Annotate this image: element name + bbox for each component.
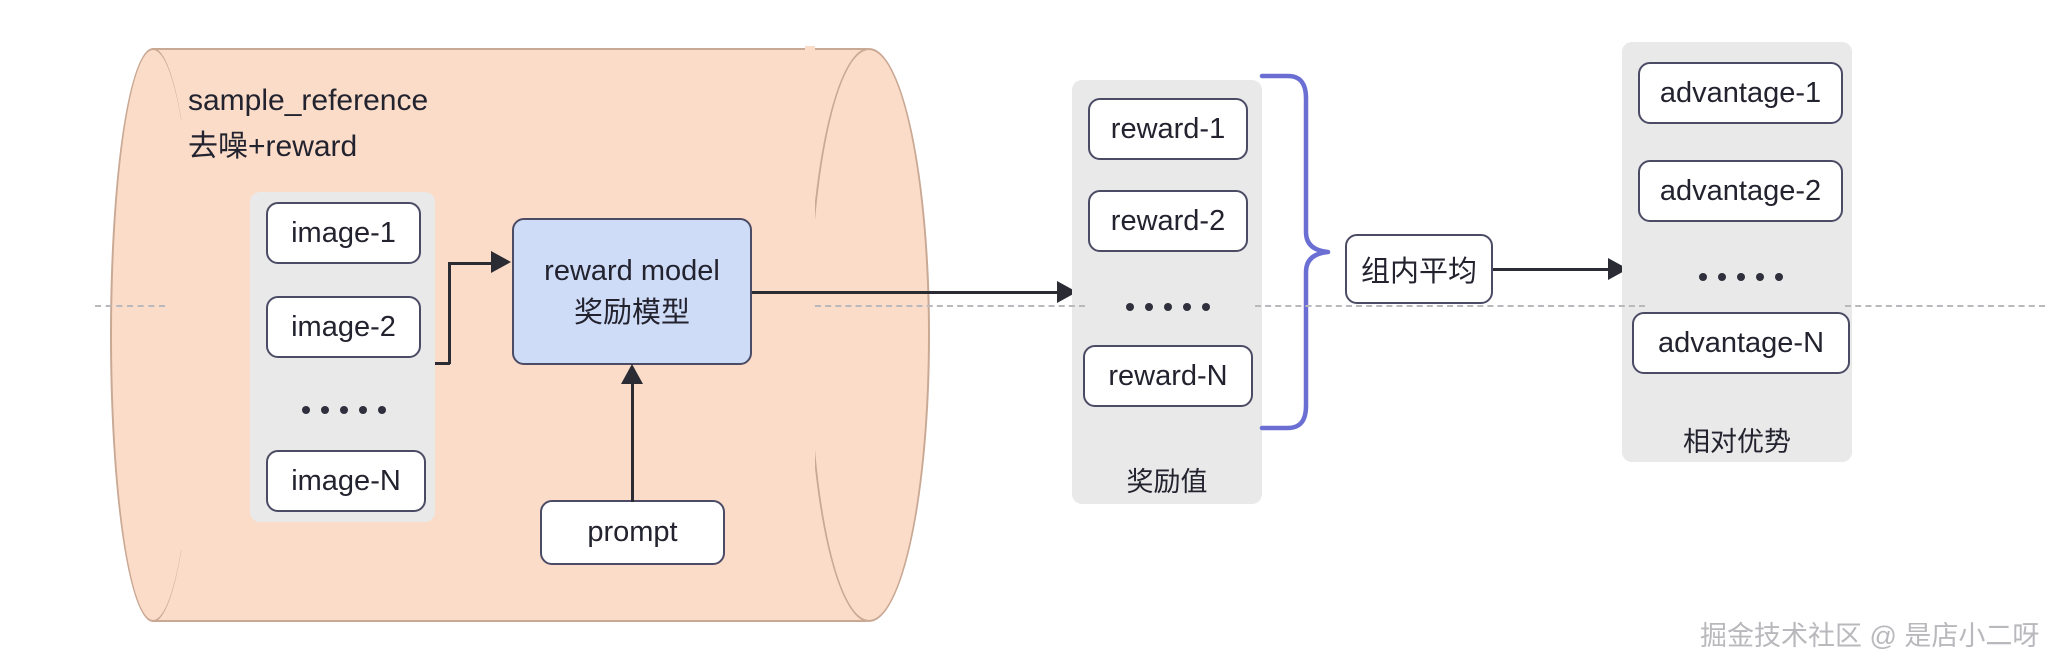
prompt-label: prompt bbox=[587, 516, 678, 548]
sample-reference-cylinder-right-cap bbox=[808, 48, 930, 622]
prompt-box[interactable]: prompt bbox=[540, 500, 725, 565]
image-2-box[interactable]: image-2 bbox=[266, 296, 421, 358]
group-average-box[interactable]: 组内平均 bbox=[1345, 234, 1493, 304]
advantage-group-caption: 相对优势 bbox=[1683, 427, 1791, 457]
reward-group-caption: 奖励值 bbox=[1126, 467, 1208, 497]
advantage-1-label: advantage-1 bbox=[1659, 76, 1822, 109]
reward-model-to-rewards-line bbox=[752, 291, 1062, 294]
reward-model-label-en: reward model bbox=[544, 254, 720, 287]
image-n-box[interactable]: image-N bbox=[266, 450, 426, 512]
reward-1-box[interactable]: reward-1 bbox=[1088, 98, 1248, 160]
watermark-text: 掘金技术社区 @ 是店小二呀 bbox=[1700, 621, 2040, 651]
image-2-label: image-2 bbox=[291, 310, 396, 343]
image-to-reward-segment-3 bbox=[448, 262, 493, 265]
cylinder-seam-mask bbox=[805, 46, 815, 620]
reward-n-label: reward-N bbox=[1108, 359, 1228, 392]
sample-reference-title-line2: 去噪+reward bbox=[188, 130, 358, 163]
advantage-n-box[interactable]: advantage-N bbox=[1632, 312, 1850, 374]
image-group-ellipsis bbox=[266, 400, 421, 420]
image-to-reward-arrowhead bbox=[491, 251, 511, 273]
sample-reference-title: sample_reference 去噪+reward bbox=[188, 78, 708, 170]
average-to-advantage-line bbox=[1493, 268, 1613, 271]
advantage-1-box[interactable]: advantage-1 bbox=[1638, 62, 1843, 124]
midline-dash-mid-right bbox=[1255, 305, 1645, 307]
advantage-n-label: advantage-N bbox=[1657, 326, 1825, 359]
image-n-label: image-N bbox=[291, 464, 401, 497]
midline-dash-mid-left bbox=[815, 305, 1085, 307]
midline-dash-left bbox=[95, 305, 165, 307]
group-brace-icon bbox=[1259, 73, 1331, 431]
advantage-2-label: advantage-2 bbox=[1659, 174, 1822, 207]
advantage-group-ellipsis bbox=[1638, 267, 1843, 287]
image-to-reward-segment-1 bbox=[435, 362, 450, 365]
reward-2-label: reward-2 bbox=[1110, 204, 1226, 237]
reward-model-box[interactable]: reward model 奖励模型 bbox=[512, 218, 752, 365]
reward-group-ellipsis bbox=[1088, 297, 1248, 317]
image-to-reward-segment-2 bbox=[448, 262, 451, 364]
prompt-to-reward-line bbox=[631, 382, 634, 502]
reward-n-box[interactable]: reward-N bbox=[1083, 345, 1253, 407]
reward-2-box[interactable]: reward-2 bbox=[1088, 190, 1248, 252]
group-average-label: 组内平均 bbox=[1360, 256, 1477, 288]
reward-model-label-zh: 奖励模型 bbox=[573, 296, 690, 329]
prompt-to-reward-arrowhead bbox=[621, 364, 643, 384]
sample-reference-title-line1: sample_reference bbox=[188, 84, 429, 117]
image-1-box[interactable]: image-1 bbox=[266, 202, 421, 264]
reward-1-label: reward-1 bbox=[1110, 112, 1226, 145]
advantage-2-box[interactable]: advantage-2 bbox=[1638, 160, 1843, 222]
midline-dash-right bbox=[1845, 305, 2045, 307]
image-1-label: image-1 bbox=[291, 216, 396, 249]
sample-reference-cylinder-left-cap bbox=[110, 48, 196, 622]
